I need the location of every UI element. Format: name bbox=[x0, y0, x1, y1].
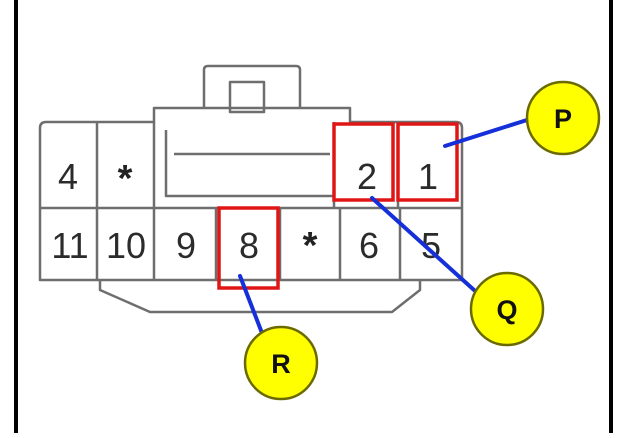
leader-lines bbox=[238, 118, 529, 335]
callout-letter: Q bbox=[496, 295, 517, 325]
bottom-row-pins: 11 10 9 8 * 6 5 bbox=[51, 225, 441, 267]
callout-letter: R bbox=[271, 349, 291, 379]
connector-latch bbox=[202, 64, 302, 108]
callout-circle bbox=[525, 80, 601, 156]
pin-label: 6 bbox=[359, 225, 379, 266]
pin-label: 8 bbox=[239, 225, 259, 266]
highlight-box-pin-1 bbox=[396, 122, 459, 202]
pin-label: 4 bbox=[58, 156, 78, 197]
callout-letter: P bbox=[554, 104, 572, 134]
highlight-box-pin-8 bbox=[217, 206, 280, 290]
callout-p: P bbox=[525, 80, 601, 156]
pin-label: 11 bbox=[51, 225, 88, 266]
highlight-box-pin-2 bbox=[332, 122, 395, 202]
pin-label: 1 bbox=[418, 156, 438, 197]
pin-blank-label: * bbox=[303, 225, 318, 267]
callout-circle bbox=[243, 325, 319, 401]
highlight-boxes bbox=[217, 122, 459, 290]
pin-label: 2 bbox=[357, 156, 377, 197]
pin-label: 9 bbox=[176, 225, 196, 266]
callout-q: Q bbox=[469, 271, 545, 347]
connector-cavity bbox=[164, 130, 336, 198]
connector-bottom-outline bbox=[38, 208, 464, 282]
latch-window bbox=[228, 80, 266, 114]
leader-line-r bbox=[238, 274, 264, 335]
callout-circle bbox=[469, 271, 545, 347]
pin-label: 10 bbox=[106, 225, 146, 266]
callout-r: R bbox=[243, 325, 319, 401]
connector-skirt bbox=[98, 280, 422, 314]
leader-line-p bbox=[443, 118, 529, 148]
top-row-pins: 4 * 2 1 bbox=[58, 156, 438, 200]
leader-line-q bbox=[370, 196, 476, 292]
pin-blank-label: * bbox=[118, 158, 133, 200]
connector-top-outline bbox=[38, 106, 464, 208]
